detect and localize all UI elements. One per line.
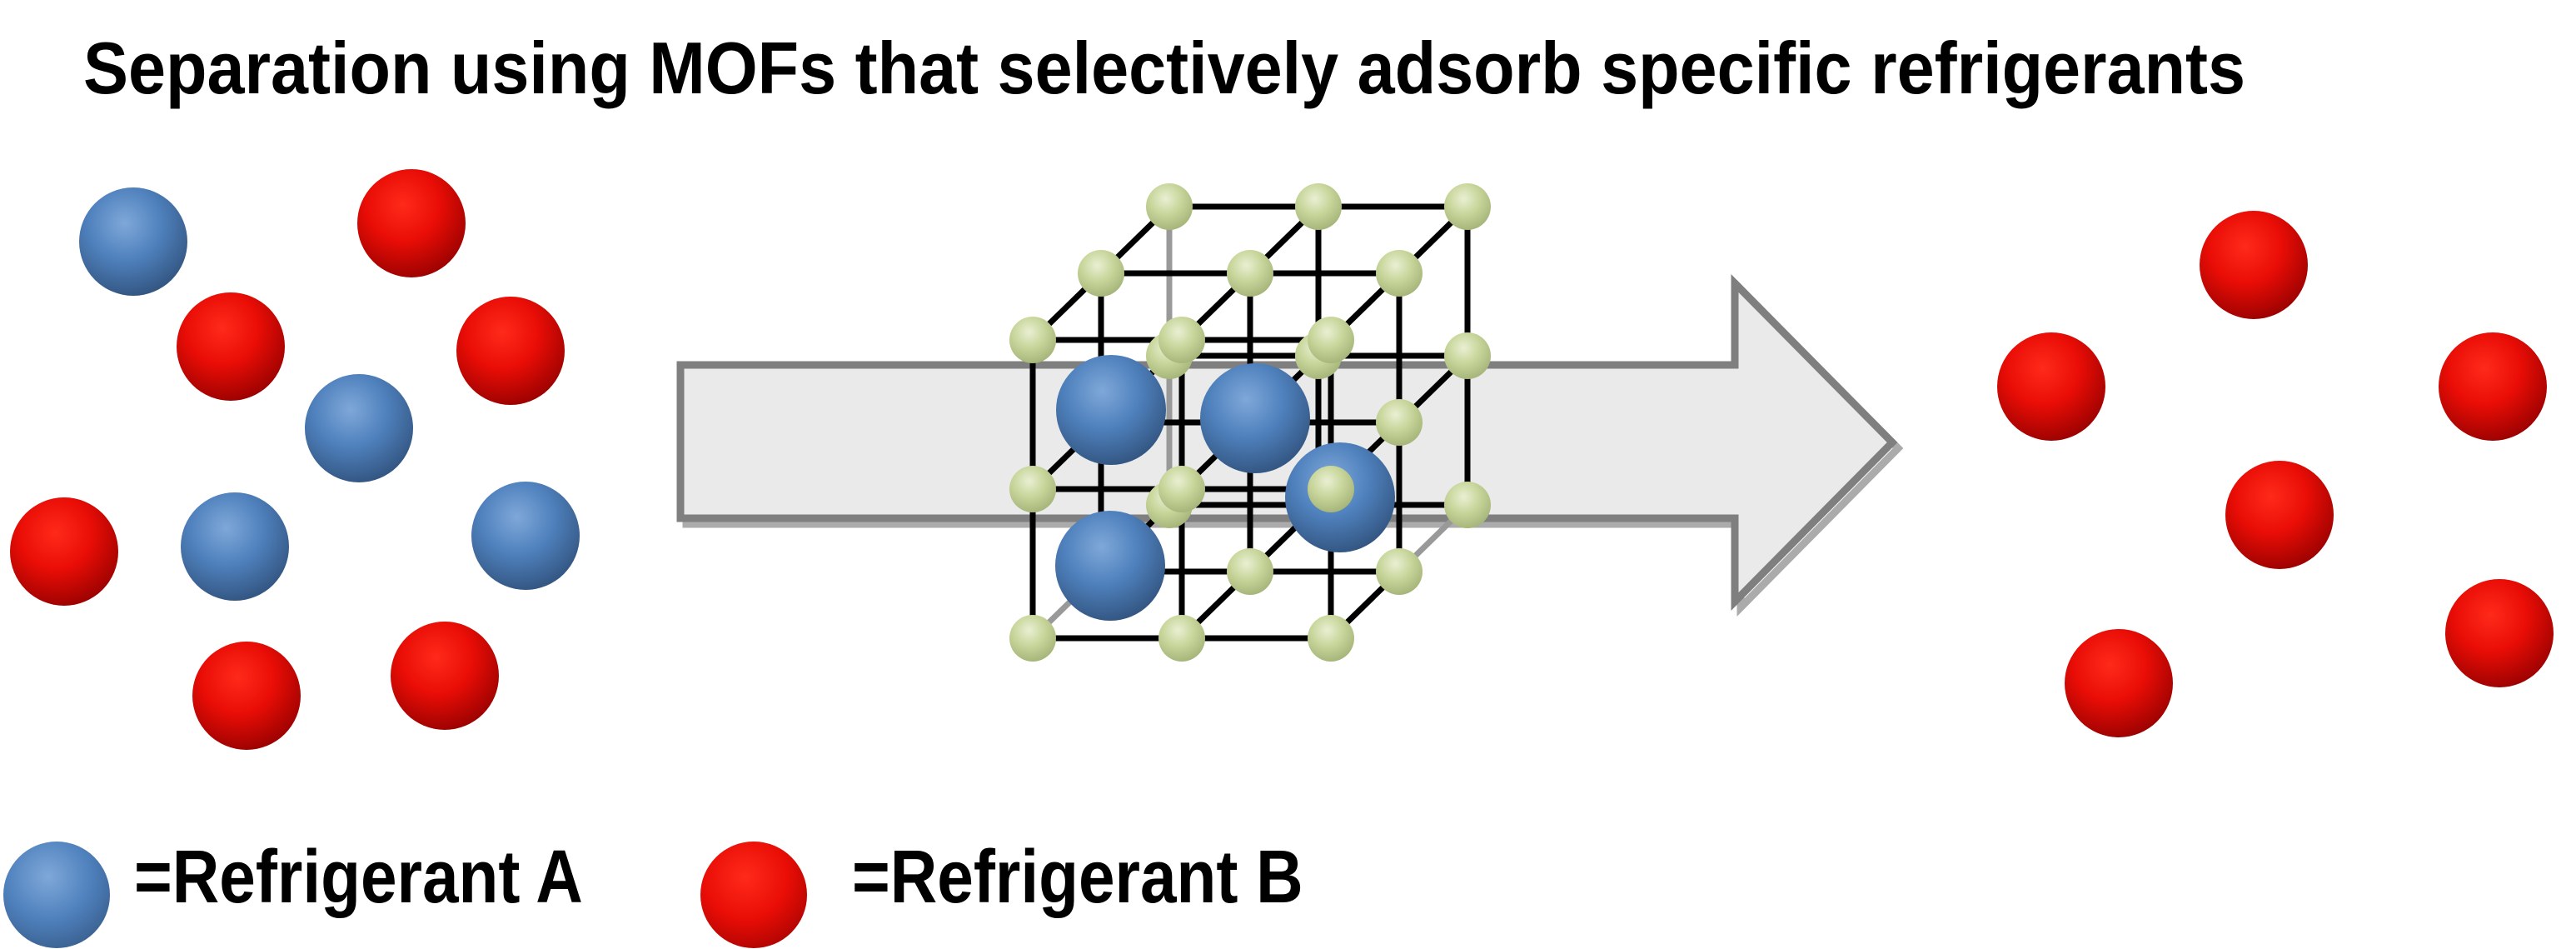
mof-node	[1158, 615, 1205, 662]
figure-title: Separation using MOFs that selectively a…	[83, 27, 2246, 109]
refrigerant-b-sphere	[2065, 629, 2173, 737]
refrigerant-b-sphere	[177, 292, 285, 401]
refrigerant-b-sphere	[2439, 332, 2547, 441]
mof-node	[1444, 183, 1491, 230]
mof-node	[1376, 250, 1423, 297]
refrigerant-b-sphere	[192, 642, 301, 750]
refrigerant-b-sphere	[2200, 211, 2308, 319]
refrigerant-a-sphere	[305, 374, 413, 482]
refrigerant-b-legend-sphere	[700, 842, 807, 948]
refrigerant-b-sphere	[10, 497, 118, 606]
adsorbed-refrigerant-a-sphere	[1200, 363, 1310, 473]
refrigerant-a-sphere	[181, 492, 289, 601]
mof-node	[1376, 548, 1423, 595]
refrigerant-b-sphere	[357, 169, 466, 277]
refrigerant-b-sphere	[2445, 579, 2554, 687]
adsorbed-refrigerant-a-sphere	[1055, 511, 1165, 621]
mof-node	[1227, 548, 1273, 595]
mof-node	[1009, 317, 1056, 363]
mof-node	[1444, 482, 1491, 528]
refrigerant-b-sphere	[456, 297, 565, 405]
mof-node	[1295, 183, 1342, 230]
refrigerant-b-sphere	[1997, 332, 2105, 441]
mof-node	[1158, 466, 1205, 512]
refrigerant-b-sphere	[391, 622, 499, 730]
mof-node	[1308, 615, 1354, 662]
mof-node	[1227, 250, 1273, 297]
refrigerant-b-sphere	[2225, 461, 2334, 569]
mof-node	[1146, 183, 1193, 230]
mof-node	[1308, 466, 1354, 512]
adsorbed-refrigerant-a-sphere	[1056, 355, 1166, 465]
refrigerant-b-legend-label: =Refrigerant B	[852, 836, 1303, 919]
refrigerant-a-legend-sphere	[3, 842, 110, 948]
mof-node	[1009, 466, 1056, 512]
mof-node	[1308, 317, 1354, 363]
mof-node	[1009, 615, 1056, 662]
mof-node	[1158, 317, 1205, 363]
refrigerant-a-legend-label: =Refrigerant A	[134, 836, 583, 919]
mof-node	[1444, 332, 1491, 379]
refrigerant-a-sphere	[471, 482, 580, 590]
refrigerant-a-sphere	[79, 187, 187, 296]
mof-node	[1078, 250, 1124, 297]
mof-node	[1376, 399, 1423, 446]
